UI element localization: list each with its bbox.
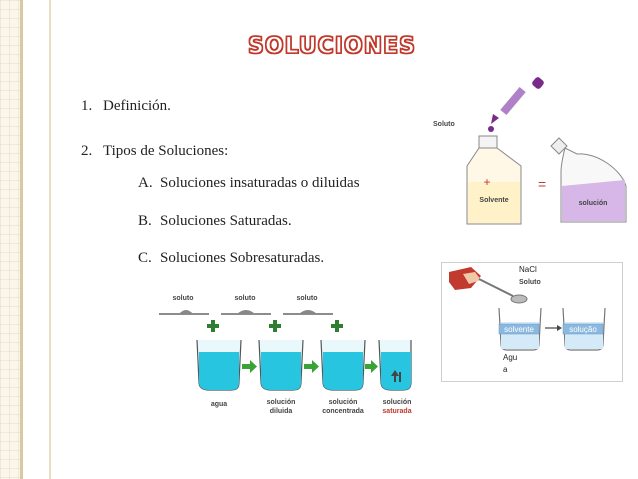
arrow-right-icon-1 (242, 360, 257, 373)
soluto-label-2: soluto (235, 295, 256, 302)
sub-item-saturadas: B. Soluciones Saturadas. (138, 213, 292, 230)
saturada-beaker-icon (378, 339, 412, 391)
slide-page: SOLUCIONES 1. Definición. 2. Tipos de Solu… (20, 0, 638, 479)
list-item-text: Definición. (103, 98, 171, 114)
saturada-label-line1: solución (383, 399, 412, 406)
diluida-label-line2: diluida (270, 408, 293, 415)
dropper-icon (488, 77, 544, 132)
concentrada-label-line1: solución (329, 399, 358, 406)
list-item-tipos: 2. Tipos de Soluciones: (81, 143, 228, 160)
arrow-right-icon (545, 325, 562, 331)
sub-item-text: Soluciones Sobresaturadas. (160, 250, 325, 266)
concentrada-beaker-icon (320, 339, 366, 391)
solucion-label: solución (579, 200, 608, 207)
list-item-text: Tipos de Soluciones: (103, 143, 229, 159)
plus-icon-1 (207, 320, 219, 332)
hand-spoon-icon (449, 267, 528, 304)
soluto-label: Soluto (433, 121, 455, 128)
page-margin-line (49, 0, 51, 479)
soluto-label: Soluto (519, 279, 541, 286)
diluida-beaker-icon (258, 339, 304, 391)
list-item-number: 2. (81, 143, 93, 159)
sub-item-text: Soluciones insaturadas o diluidas (160, 175, 360, 191)
list-item-number: 1. (81, 98, 93, 114)
solvente-bottle-icon (466, 135, 522, 225)
solucao-label: solução (569, 325, 597, 334)
solvente-beaker-icon (498, 307, 542, 351)
sub-item-letter: C. (138, 250, 152, 266)
solvente-label: solvente (504, 325, 534, 334)
concentrada-label-line2: concentrada (322, 408, 364, 415)
nacl-beakers-figure: NaCl Soluto solvente solução Agu a (441, 262, 623, 382)
soluto-solvente-figure: Soluto + Solvente = solución (421, 74, 631, 229)
solucion-flask-icon (550, 137, 627, 223)
list-item-definicion: 1. Definición. (81, 98, 171, 115)
plus-sign: + (483, 175, 490, 189)
soluto-label-1: soluto (173, 295, 194, 302)
agua-beaker-icon (196, 339, 242, 391)
sub-item-letter: B. (138, 213, 152, 229)
saturation-series-figure: soluto soluto soluto (159, 295, 412, 415)
slide-title: SOLUCIONES (247, 33, 416, 59)
plus-icon-2 (269, 320, 281, 332)
soluto-heap-3 (283, 310, 333, 315)
saturada-label-line2: saturada (382, 408, 411, 415)
arrow-right-icon-3 (365, 360, 378, 373)
diluida-label-line1: solución (267, 399, 296, 406)
soluto-heap-2 (221, 310, 271, 315)
solucao-beaker-icon (562, 307, 606, 351)
soluto-heap-1 (159, 310, 209, 315)
sub-item-text: Soluciones Saturadas. (160, 213, 292, 229)
plus-icon-3 (331, 320, 343, 332)
agua-label-line1: Agu (503, 353, 517, 362)
sub-item-letter: A. (138, 175, 153, 191)
soluto-label-3: soluto (297, 295, 318, 302)
arrow-right-icon-2 (304, 360, 319, 373)
solvente-label: Solvente (479, 197, 508, 204)
agua-label-line2: a (503, 365, 508, 374)
sub-item-insaturadas: A. Soluciones insaturadas o diluidas (138, 175, 360, 192)
nacl-label: NaCl (519, 265, 537, 274)
equals-sign: = (538, 176, 546, 192)
sub-item-sobresaturadas: C. Soluciones Sobresaturadas. (138, 250, 324, 267)
agua-label: agua (211, 401, 227, 408)
